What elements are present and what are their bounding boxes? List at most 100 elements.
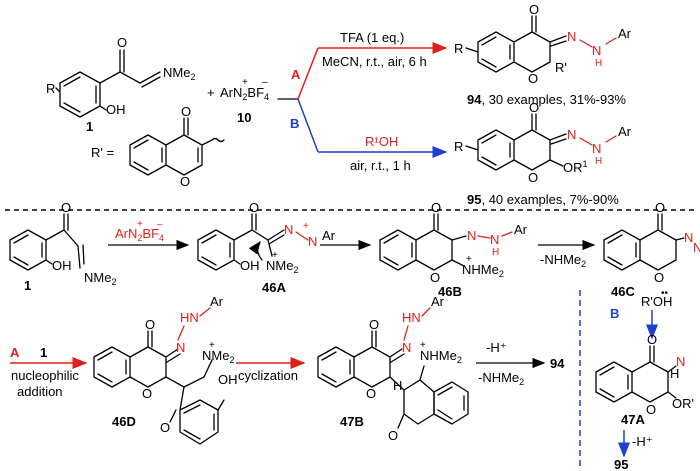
svg-text:O: O: [431, 200, 441, 215]
product-95: O O N N H Ar OR1 R 95, 40 examples, 7%-9…: [454, 100, 632, 207]
product-95-label: 95: [467, 192, 481, 207]
svg-text:HN: HN: [402, 310, 421, 325]
svg-text:O: O: [528, 170, 538, 185]
svg-text:NMe2: NMe2: [266, 258, 298, 275]
svg-text:R: R: [454, 41, 463, 56]
svg-text:H: H: [492, 247, 499, 258]
route-b-reagent: R¹OH: [365, 134, 398, 149]
mech-step-to-94: -H⁺ -NHMe2 94: [476, 340, 565, 387]
svg-text:O: O: [160, 420, 170, 435]
svg-text:O: O: [249, 200, 259, 215]
svg-text:Ar: Ar: [431, 294, 445, 309]
svg-text:Ar: Ar: [210, 294, 224, 309]
svg-text:O: O: [529, 2, 539, 17]
svg-text:N: N: [467, 228, 476, 243]
product-94: O O N N H Ar R' R 94, 30 examples, 31%-9…: [454, 2, 632, 107]
diazonium-formula: ArN2BF4: [220, 85, 269, 102]
svg-text:Ar: Ar: [618, 26, 632, 41]
svg-text:O: O: [145, 317, 155, 332]
mech-label-46A: 46A: [262, 280, 286, 295]
svg-text:+: +: [466, 254, 472, 265]
mech-label-1: 1: [24, 278, 31, 293]
svg-text:–: –: [157, 219, 163, 230]
svg-text:N: N: [284, 222, 293, 237]
svg-text:N: N: [693, 240, 700, 255]
svg-text:N: N: [176, 340, 185, 355]
mech-step-cyclization: cyclization: [236, 357, 306, 383]
mech-label-46C: 46C: [611, 284, 635, 299]
svg-text:R': R': [555, 60, 567, 75]
mech-route-a-arrow: A 1 nucleophilic addition: [10, 345, 88, 399]
mech-route-a-note2: addition: [17, 384, 63, 399]
svg-text:95, 40 examples, 7%-90%: 95, 40 examples, 7%-90%: [467, 192, 619, 207]
mech-route-b-letter: B: [610, 306, 619, 321]
intermediate-46C: O O N N 46C R'OH ••: [603, 200, 700, 309]
svg-text:R: R: [454, 139, 463, 154]
svg-text:O: O: [647, 332, 657, 347]
r-label: R: [46, 81, 55, 96]
intermediate-47A: O O H N OR' 47A: [595, 332, 694, 427]
svg-text:Ar: Ar: [322, 228, 336, 243]
product-95-summary: , 40 examples, 7%-90%: [481, 192, 619, 207]
diazonium-label: 10: [237, 110, 251, 125]
svg-text:Ar: Ar: [514, 222, 528, 237]
svg-text:H: H: [670, 366, 679, 381]
mech-compound-1: O OH NMe2 1: [9, 200, 116, 293]
svg-text:94, 30 examples, 31%-93%: 94, 30 examples, 31%-93%: [467, 92, 626, 107]
route-b-letter: B: [290, 116, 299, 131]
svg-text:N: N: [490, 232, 499, 247]
svg-text:NHMe2: NHMe2: [420, 348, 462, 365]
svg-text:O: O: [369, 317, 379, 332]
svg-text:N: N: [567, 29, 576, 44]
svg-text:OH: OH: [240, 258, 260, 273]
r-prime-definition: R' = O O: [91, 104, 225, 189]
diazonium-10: ArN2BF4 + – 10: [220, 77, 269, 125]
elim3-label: -NHMe2: [478, 370, 524, 387]
svg-text:N: N: [402, 340, 411, 355]
svg-text:+: +: [420, 340, 426, 351]
svg-text:O: O: [430, 270, 440, 285]
intermediate-47B: O O N HN Ar NHMe2 + H O 47B: [317, 294, 469, 443]
svg-text:••: ••: [661, 288, 669, 299]
intermediate-46D: O O N HN Ar NMe2 + OH O 46D: [93, 294, 238, 445]
svg-text:NMe2: NMe2: [84, 270, 116, 287]
plus-sign: +: [207, 85, 215, 100]
svg-text:O: O: [529, 100, 539, 115]
svg-text:O: O: [655, 200, 665, 215]
mech-route-a-letter: A: [10, 345, 20, 360]
svg-text:OR1: OR1: [563, 159, 588, 175]
svg-text:+: +: [242, 77, 248, 88]
mech-step-b2: -H⁺ 95: [614, 430, 653, 471]
svg-text:Ar: Ar: [618, 124, 632, 139]
svg-text:N: N: [684, 230, 693, 245]
compound-1-top: O NMe2 R OH 1: [46, 35, 195, 134]
nme2-label: NMe2: [163, 65, 195, 82]
mech-route-a-note1: nucleophilic: [11, 368, 79, 383]
mech-label-47A: 47A: [621, 412, 645, 427]
svg-text:OH: OH: [218, 372, 238, 387]
deprot-label: -H⁺: [632, 434, 653, 449]
svg-text:O: O: [528, 71, 538, 86]
product-94-summary: , 30 examples, 31%-93%: [481, 92, 626, 107]
step1-reagent: ArN2BF4: [115, 226, 164, 243]
svg-text:H: H: [595, 58, 602, 69]
svg-text:NMe2: NMe2: [202, 348, 234, 365]
svg-text:N: N: [676, 354, 685, 369]
route-a-conditions: MeCN, r.t., air, 6 h: [322, 54, 427, 69]
cyclization-label: cyclization: [238, 368, 298, 383]
svg-text:N: N: [308, 234, 317, 249]
final-b-label: 95: [614, 457, 628, 471]
svg-text:N: N: [592, 43, 601, 58]
svg-text:+: +: [209, 340, 215, 351]
svg-text:O: O: [61, 200, 71, 215]
elim1-label: -NHMe2: [540, 252, 586, 269]
final-a-label: 94: [550, 356, 565, 371]
mech-route-a-reagent: 1: [40, 345, 47, 360]
route-a-reagent: TFA (1 eq.): [340, 30, 404, 45]
compound-label: 1: [86, 119, 93, 134]
oxygen-label: O: [117, 35, 127, 50]
svg-text:O: O: [180, 174, 190, 189]
svg-text:OH: OH: [52, 258, 72, 273]
svg-text:O: O: [388, 428, 398, 443]
svg-text:O: O: [181, 104, 191, 119]
